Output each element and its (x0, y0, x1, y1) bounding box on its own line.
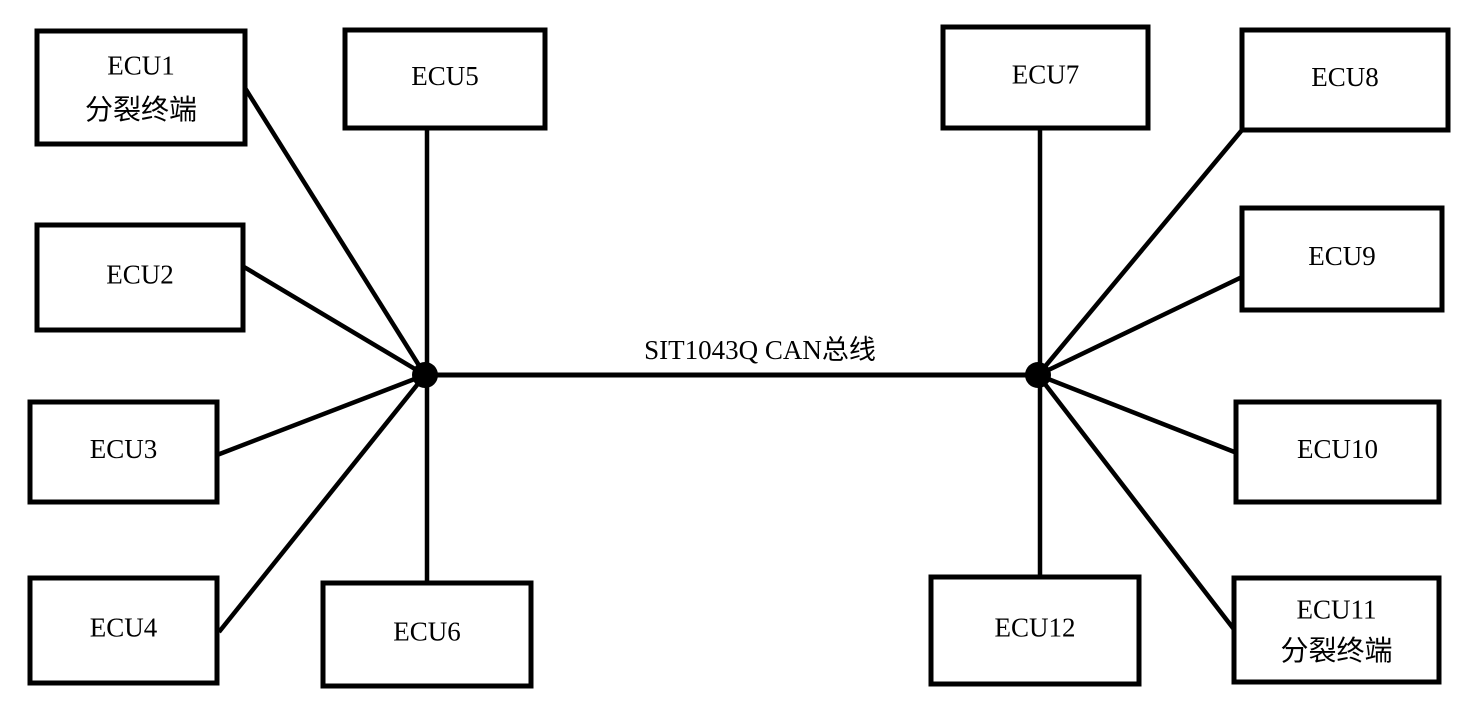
ecu-label-ecu1: ECU1 (107, 50, 175, 80)
ecu-label-ecu5: ECU5 (411, 61, 479, 91)
ecu-label-ecu6: ECU6 (393, 617, 461, 647)
ecu-node-ecu4[interactable]: ECU4 (27, 575, 220, 686)
bus-layer: SIT1043Q CAN总线 (412, 335, 1051, 388)
link-ecu4-to-left-junction (217, 373, 427, 634)
ecu-box-ecu11[interactable] (1231, 575, 1442, 685)
ecu-sublabel-ecu11: 分裂终端 (1280, 634, 1392, 667)
link-layer (216, 86, 1244, 634)
ecu-node-ecu12[interactable]: ECU12 (928, 574, 1142, 687)
ecu-box-ecu2[interactable] (34, 222, 246, 333)
link-ecu2-to-left-junction (237, 262, 427, 377)
link-ecu1-to-left-junction (243, 86, 427, 377)
ecu-box-ecu5[interactable] (342, 27, 548, 131)
ecu-box-ecu4[interactable] (27, 575, 220, 686)
ecu-node-ecu11[interactable]: ECU11 分裂终端 (1231, 575, 1442, 685)
ecu-sublabel-ecu1: 分裂终端 (85, 93, 197, 126)
ecu-label-ecu2: ECU2 (106, 260, 174, 290)
ecu-box-ecu3[interactable] (27, 399, 220, 505)
junction-dot-right-junction (1025, 362, 1051, 388)
ecu-node-ecu9[interactable]: ECU9 (1239, 205, 1445, 313)
junction-dot-left-junction (412, 362, 438, 388)
ecu-node-ecu7[interactable]: ECU7 (940, 24, 1151, 131)
ecu-node-ecu2[interactable]: ECU2 (34, 222, 246, 333)
ecu-node-ecu3[interactable]: ECU3 (27, 399, 220, 505)
ecu-label-ecu3: ECU3 (90, 434, 158, 464)
link-ecu11-to-right-junction (1036, 373, 1238, 634)
ecu-node-ecu1[interactable]: ECU1 分裂终端 (34, 28, 248, 147)
link-ecu8-to-right-junction (1036, 128, 1244, 377)
ecu-box-ecu1[interactable] (34, 28, 248, 147)
ecu-box-ecu12[interactable] (928, 574, 1142, 687)
bus-label: SIT1043Q CAN总线 (644, 335, 876, 365)
ecu-box-ecu9[interactable] (1239, 205, 1445, 313)
ecu-label-ecu10: ECU10 (1297, 434, 1378, 464)
link-ecu9-to-right-junction (1037, 274, 1243, 378)
ecu-label-ecu8: ECU8 (1311, 62, 1379, 92)
ecu-label-ecu12: ECU12 (995, 613, 1076, 643)
ecu-box-ecu10[interactable] (1233, 399, 1442, 505)
ecu-box-ecu6[interactable] (320, 580, 534, 689)
ecu-label-ecu11: ECU11 (1297, 595, 1377, 625)
ecu-node-ecu10[interactable]: ECU10 (1233, 399, 1442, 505)
ecu-label-ecu9: ECU9 (1308, 241, 1376, 271)
ecu-box-ecu8[interactable] (1239, 27, 1451, 133)
ecu-node-ecu8[interactable]: ECU8 (1239, 27, 1451, 133)
ecu-label-ecu4: ECU4 (90, 613, 158, 643)
ecu-box-ecu7[interactable] (940, 24, 1151, 131)
ecu-node-ecu6[interactable]: ECU6 (320, 580, 534, 689)
ecu-label-ecu7: ECU7 (1012, 60, 1080, 90)
link-ecu10-to-right-junction (1037, 372, 1238, 456)
link-ecu3-to-left-junction (216, 372, 426, 458)
ecu-node-ecu5[interactable]: ECU5 (342, 27, 548, 131)
